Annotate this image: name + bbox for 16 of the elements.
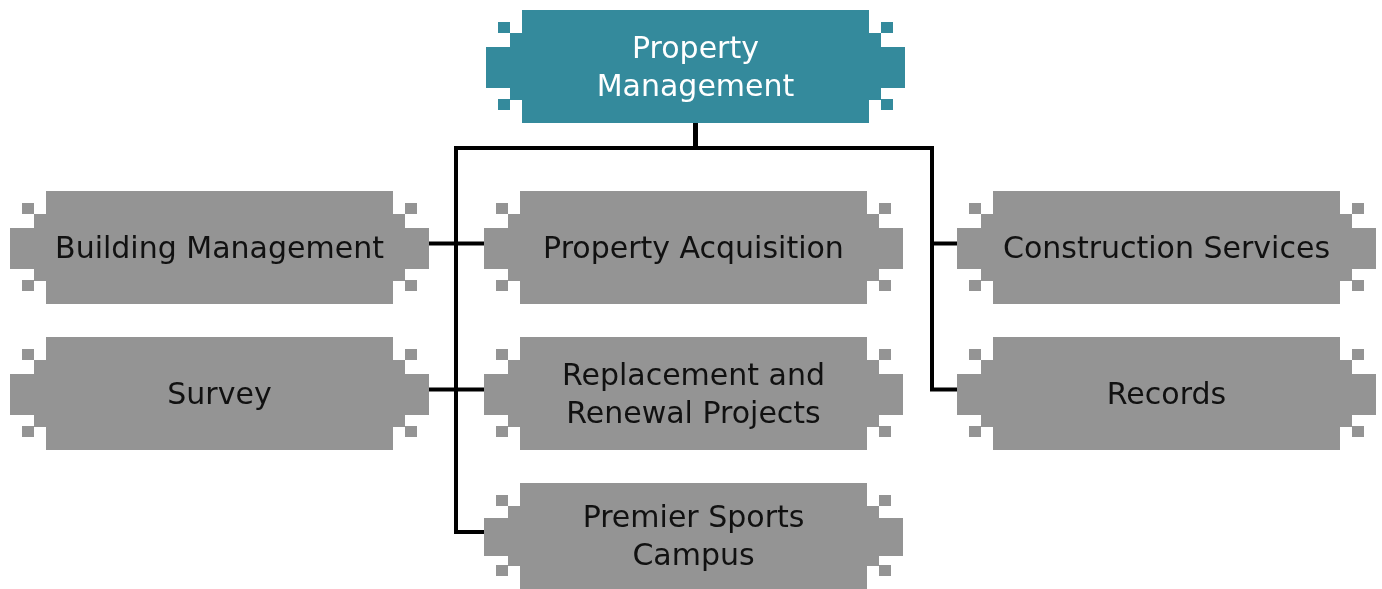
notched-box (10, 191, 429, 304)
notched-box (484, 337, 903, 450)
box-label: Replacement and Renewal Projects (560, 355, 827, 432)
notched-box (957, 337, 1376, 450)
notched-box (484, 191, 903, 304)
box-label: Survey (167, 374, 272, 413)
box-label: Construction Services (1002, 228, 1331, 267)
box-label: Property Management (595, 28, 796, 105)
box-label: Premier Sports Campus (581, 498, 806, 574)
notched-box (10, 337, 429, 450)
box-label: Building Management (55, 228, 384, 267)
box-label: Records (1106, 374, 1227, 413)
notched-box (484, 483, 903, 589)
notched-box (486, 10, 905, 123)
notched-box (957, 191, 1376, 304)
box-label: Property Acquisition (543, 228, 844, 267)
